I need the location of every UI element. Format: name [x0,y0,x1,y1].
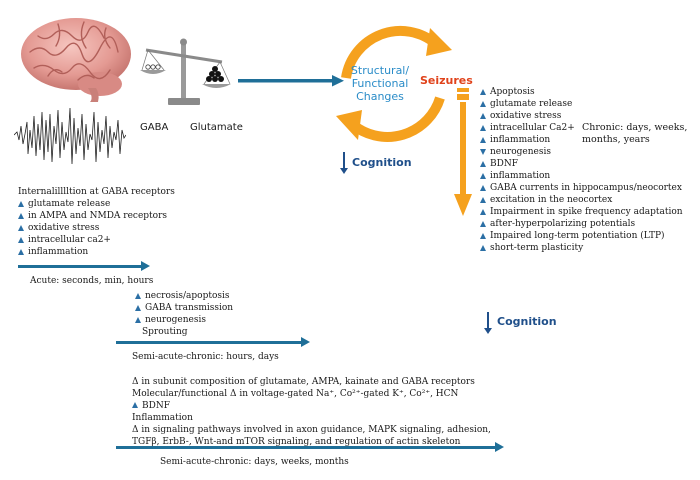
chronic-inflammation: Inflammation [132,413,193,423]
acute-list: glutamate release in AMPA and NMDA recept… [18,198,167,258]
seizure-effect-item-text: Impairment in spike frequency adaptation [490,207,683,217]
up-arrow-icon [18,225,24,231]
eeg-trace-icon [14,107,126,165]
semi-acute-timeline-arrow [116,337,310,347]
up-arrow-icon [135,305,141,311]
seizure-effect-item: inflammation [480,134,683,146]
up-arrow-icon [18,249,24,255]
seizure-effect-item-text: inflammation [490,135,551,145]
chronic-timeline-arrow [116,442,504,452]
acute-effect-item: inflammation [18,246,167,258]
acute-effect-item: in AMPA and NMDA receptors [18,210,167,222]
seizure-effect-item-text: Apoptosis [490,87,535,97]
seizure-effect-item-text: neurogenesis [490,147,551,157]
chronic-line-6: TGFβ, ErbB-, Wnt-and mTOR signaling, and… [132,437,461,447]
seizure-effect-item-text: oxidative stress [490,111,562,121]
acute-effect-item: intracellular ca2+ [18,234,167,246]
seizure-effect-item: inflammation [480,170,683,182]
seizure-effect-item: oxidative stress [480,110,683,122]
chronic-line-1: Δ in subunit composition of glutamate, A… [132,377,475,387]
acute-heading: Internalilllltion at GABA receptors [18,187,175,197]
down-arrow-icon [480,149,486,155]
chronic-bdnf: BDNF [132,400,170,412]
seizure-effect-item: BDNF [480,158,683,170]
semi-acute-effect-item-text: GABA transmission [145,303,234,313]
acute-effect-item: glutamate release [18,198,167,210]
acute-effect-item-text: in AMPA and NMDA receptors [28,211,168,221]
acute-effect-item: oxidative stress [18,222,167,234]
seizures-label: Seizures [420,74,473,87]
up-arrow-icon [480,173,486,179]
acute-effect-item-text: intracellular ca2+ [28,235,111,245]
seizure-effect-item-text: excitation in the neocortex [490,195,613,205]
seizure-effect-item-text: glutamate release [490,99,573,109]
up-arrow-icon [480,185,486,191]
acute-effect-item-text: glutamate release [28,199,111,209]
cognition-down-arrow-right [484,312,492,334]
up-arrow-icon [480,101,486,107]
acute-effect-item-text: oxidative stress [28,223,100,233]
brain-icon [21,18,131,102]
chronic-line-5: Δ in signaling pathways involved in axon… [132,425,491,435]
gaba-label: GABA [140,122,169,133]
seizure-effect-item-text: inflammation [490,171,551,181]
scale-to-cycle-arrow [238,75,344,87]
seizure-effect-item: GABA currents in hippocampus/neocortex [480,182,683,194]
acute-timeline-arrow [18,261,150,271]
up-arrow-icon [480,137,486,143]
seizure-effects-list: Apoptosis glutamate release oxidative stre… [480,86,683,254]
up-arrow-icon [480,245,486,251]
seizure-effect-item: Impaired long-term potentiation (LTP) [480,230,683,242]
seizure-effect-item-text: BDNF [490,159,518,169]
glutamate-label: Glutamate [190,122,243,133]
cognition-label-center: Cognition [352,156,412,169]
up-arrow-icon [480,221,486,227]
semi-acute-effect-item: GABA transmission [135,302,233,314]
up-arrow-icon [132,402,138,408]
up-arrow-icon [480,113,486,119]
seizures-down-arrow [454,88,472,216]
seizure-effect-item-text: short-term plasticity [490,243,584,253]
seizure-effect-item-text: Impaired long-term potentiation (LTP) [490,231,665,241]
semi-acute-effect-item: neurogenesis [135,314,233,326]
cognition-label-right: Cognition [497,315,557,328]
seizure-effect-item: short-term plasticity [480,242,683,254]
seizure-effect-item: after-hyperpolarizing potentials [480,218,683,230]
chronic-line-2: Molecular/functional Δ in voltage-gated … [132,389,459,399]
cycle-arrows [336,25,452,142]
up-arrow-icon [480,209,486,215]
up-arrow-icon [480,89,486,95]
semi-acute-effect-item: necrosis/apoptosis [135,290,233,302]
acute-timeline-label: Acute: seconds, min, hours [30,276,154,286]
seizure-effect-item-text: after-hyperpolarizing potentials [490,219,636,229]
sprouting-label: Sprouting [142,327,188,337]
up-arrow-icon [18,201,24,207]
up-arrow-icon [135,293,141,299]
up-arrow-icon [480,125,486,131]
seizure-effect-item: intracellular Ca2+ [480,122,683,134]
up-arrow-icon [18,213,24,219]
chronic-label: Chronic: days, weeks, months, years [582,122,688,145]
seizure-effect-item: glutamate release [480,98,683,110]
cognition-down-arrow-center [340,152,348,174]
up-arrow-icon [480,197,486,203]
up-arrow-icon [480,233,486,239]
seizure-effect-item: Impairment in spike frequency adaptation [480,206,683,218]
semi-acute-effect-item-text: neurogenesis [145,315,206,325]
seizure-effect-item: excitation in the neocortex [480,194,683,206]
seizure-effect-item: Apoptosis [480,86,683,98]
up-arrow-icon [135,317,141,323]
up-arrow-icon [18,237,24,243]
seizure-effect-item-text: intracellular Ca2+ [490,123,575,133]
semi-acute-effect-item-text: necrosis/apoptosis [145,291,230,301]
seizure-effect-item: neurogenesis [480,146,683,158]
semi-acute-timeline-label: Semi-acute-chronic: hours, days [132,352,279,362]
seizure-effect-item-text: GABA currents in hippocampus/neocortex [490,183,682,193]
chronic-timeline-label: Semi-acute-chronic: days, weeks, months [160,457,349,467]
structural-functional-changes-label: Structural/ Functional Changes [350,64,410,103]
up-arrow-icon [480,161,486,167]
balance-scale-icon [140,38,231,105]
acute-effect-item-text: inflammation [28,247,89,257]
